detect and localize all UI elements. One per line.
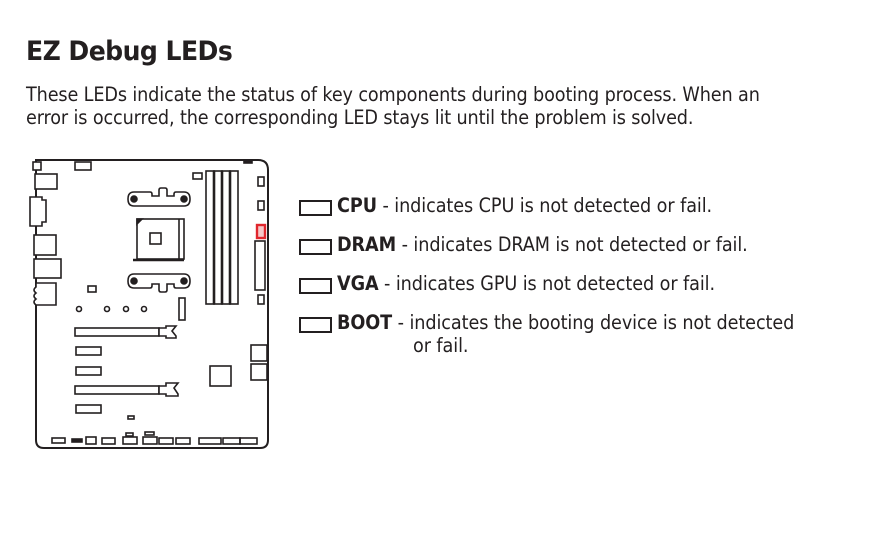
led-name: CPU	[337, 194, 377, 217]
cpu-bracket-screw	[180, 195, 188, 203]
io-port-1	[32, 161, 42, 171]
cpu-bracket-screw	[180, 277, 188, 285]
header-small-1	[192, 172, 203, 180]
bottom-header	[222, 437, 241, 445]
led-name: VGA	[337, 272, 379, 295]
bottom-header	[71, 438, 83, 443]
bottom-header	[122, 436, 138, 445]
pcie-slot-2	[74, 385, 160, 395]
led-description-continued: or fail.	[413, 334, 469, 357]
bottom-header	[51, 437, 66, 444]
io-port-audio	[33, 282, 57, 306]
bottom-header	[158, 437, 174, 445]
led-separator: -	[376, 194, 395, 217]
pcie-latch-2	[158, 382, 180, 397]
led-icon	[299, 278, 332, 294]
intro-paragraph: These LEDs indicate the status of key co…	[26, 83, 760, 129]
cpu-socket-core	[149, 232, 162, 245]
bottom-header	[198, 437, 222, 445]
led-separator: -	[392, 311, 410, 334]
header-right-2	[257, 200, 265, 211]
led-separator: -	[396, 233, 414, 256]
led-description: indicates the booting device is not dete…	[409, 311, 795, 334]
header-small-2	[87, 285, 97, 293]
sata-connector-2	[250, 363, 268, 381]
header-right-1	[257, 176, 265, 187]
bottom-header	[144, 431, 155, 436]
bottom-header	[239, 437, 258, 445]
motherboard-diagram	[29, 159, 269, 449]
io-port-4	[33, 258, 62, 279]
pcie-slot-1	[74, 327, 160, 337]
led-separator: -	[378, 272, 396, 295]
chipset-slot-2	[75, 366, 102, 376]
cpu-bracket-bottom	[127, 273, 191, 293]
led-name: BOOT	[337, 311, 393, 334]
led-description: indicates GPU is not detected or fail.	[395, 272, 716, 295]
bottom-header	[125, 432, 134, 437]
cpu-bracket-screw	[130, 195, 138, 203]
header-small-3	[127, 415, 135, 420]
led-name: DRAM	[337, 233, 397, 256]
io-port-2	[34, 173, 58, 190]
mount-hole	[122, 305, 130, 313]
io-port-dsub	[29, 196, 47, 227]
pcie-latch-1	[158, 325, 178, 339]
m2-slot	[178, 297, 186, 321]
mount-hole	[75, 305, 83, 313]
led-description: indicates DRAM is not detected or fail.	[413, 233, 748, 256]
header-right-3	[257, 294, 265, 305]
led-icon	[299, 239, 332, 255]
header-top-right	[243, 159, 253, 164]
page-title: EZ Debug LEDs	[26, 36, 233, 67]
sata-connector-1	[250, 344, 268, 362]
cpu-bracket-top	[127, 187, 191, 207]
ez-debug-led-highlight	[255, 223, 267, 240]
io-port-3	[33, 234, 57, 256]
led-icon	[299, 200, 332, 216]
board-outline	[35, 159, 269, 449]
bottom-header	[142, 436, 158, 445]
cpu-bracket-screw	[130, 277, 138, 285]
mount-hole	[103, 305, 111, 313]
chipset-slot-1	[75, 346, 102, 356]
bottom-header	[175, 437, 191, 445]
led-description: indicates CPU is not detected or fail.	[394, 194, 713, 217]
bottom-header	[101, 437, 116, 445]
mount-hole	[140, 305, 148, 313]
atx-power-connector	[254, 240, 266, 291]
header-top-1	[74, 161, 92, 171]
chipset-slot-3	[75, 404, 102, 414]
led-icon	[299, 317, 332, 333]
bottom-header	[85, 436, 97, 445]
chipset	[209, 365, 232, 387]
